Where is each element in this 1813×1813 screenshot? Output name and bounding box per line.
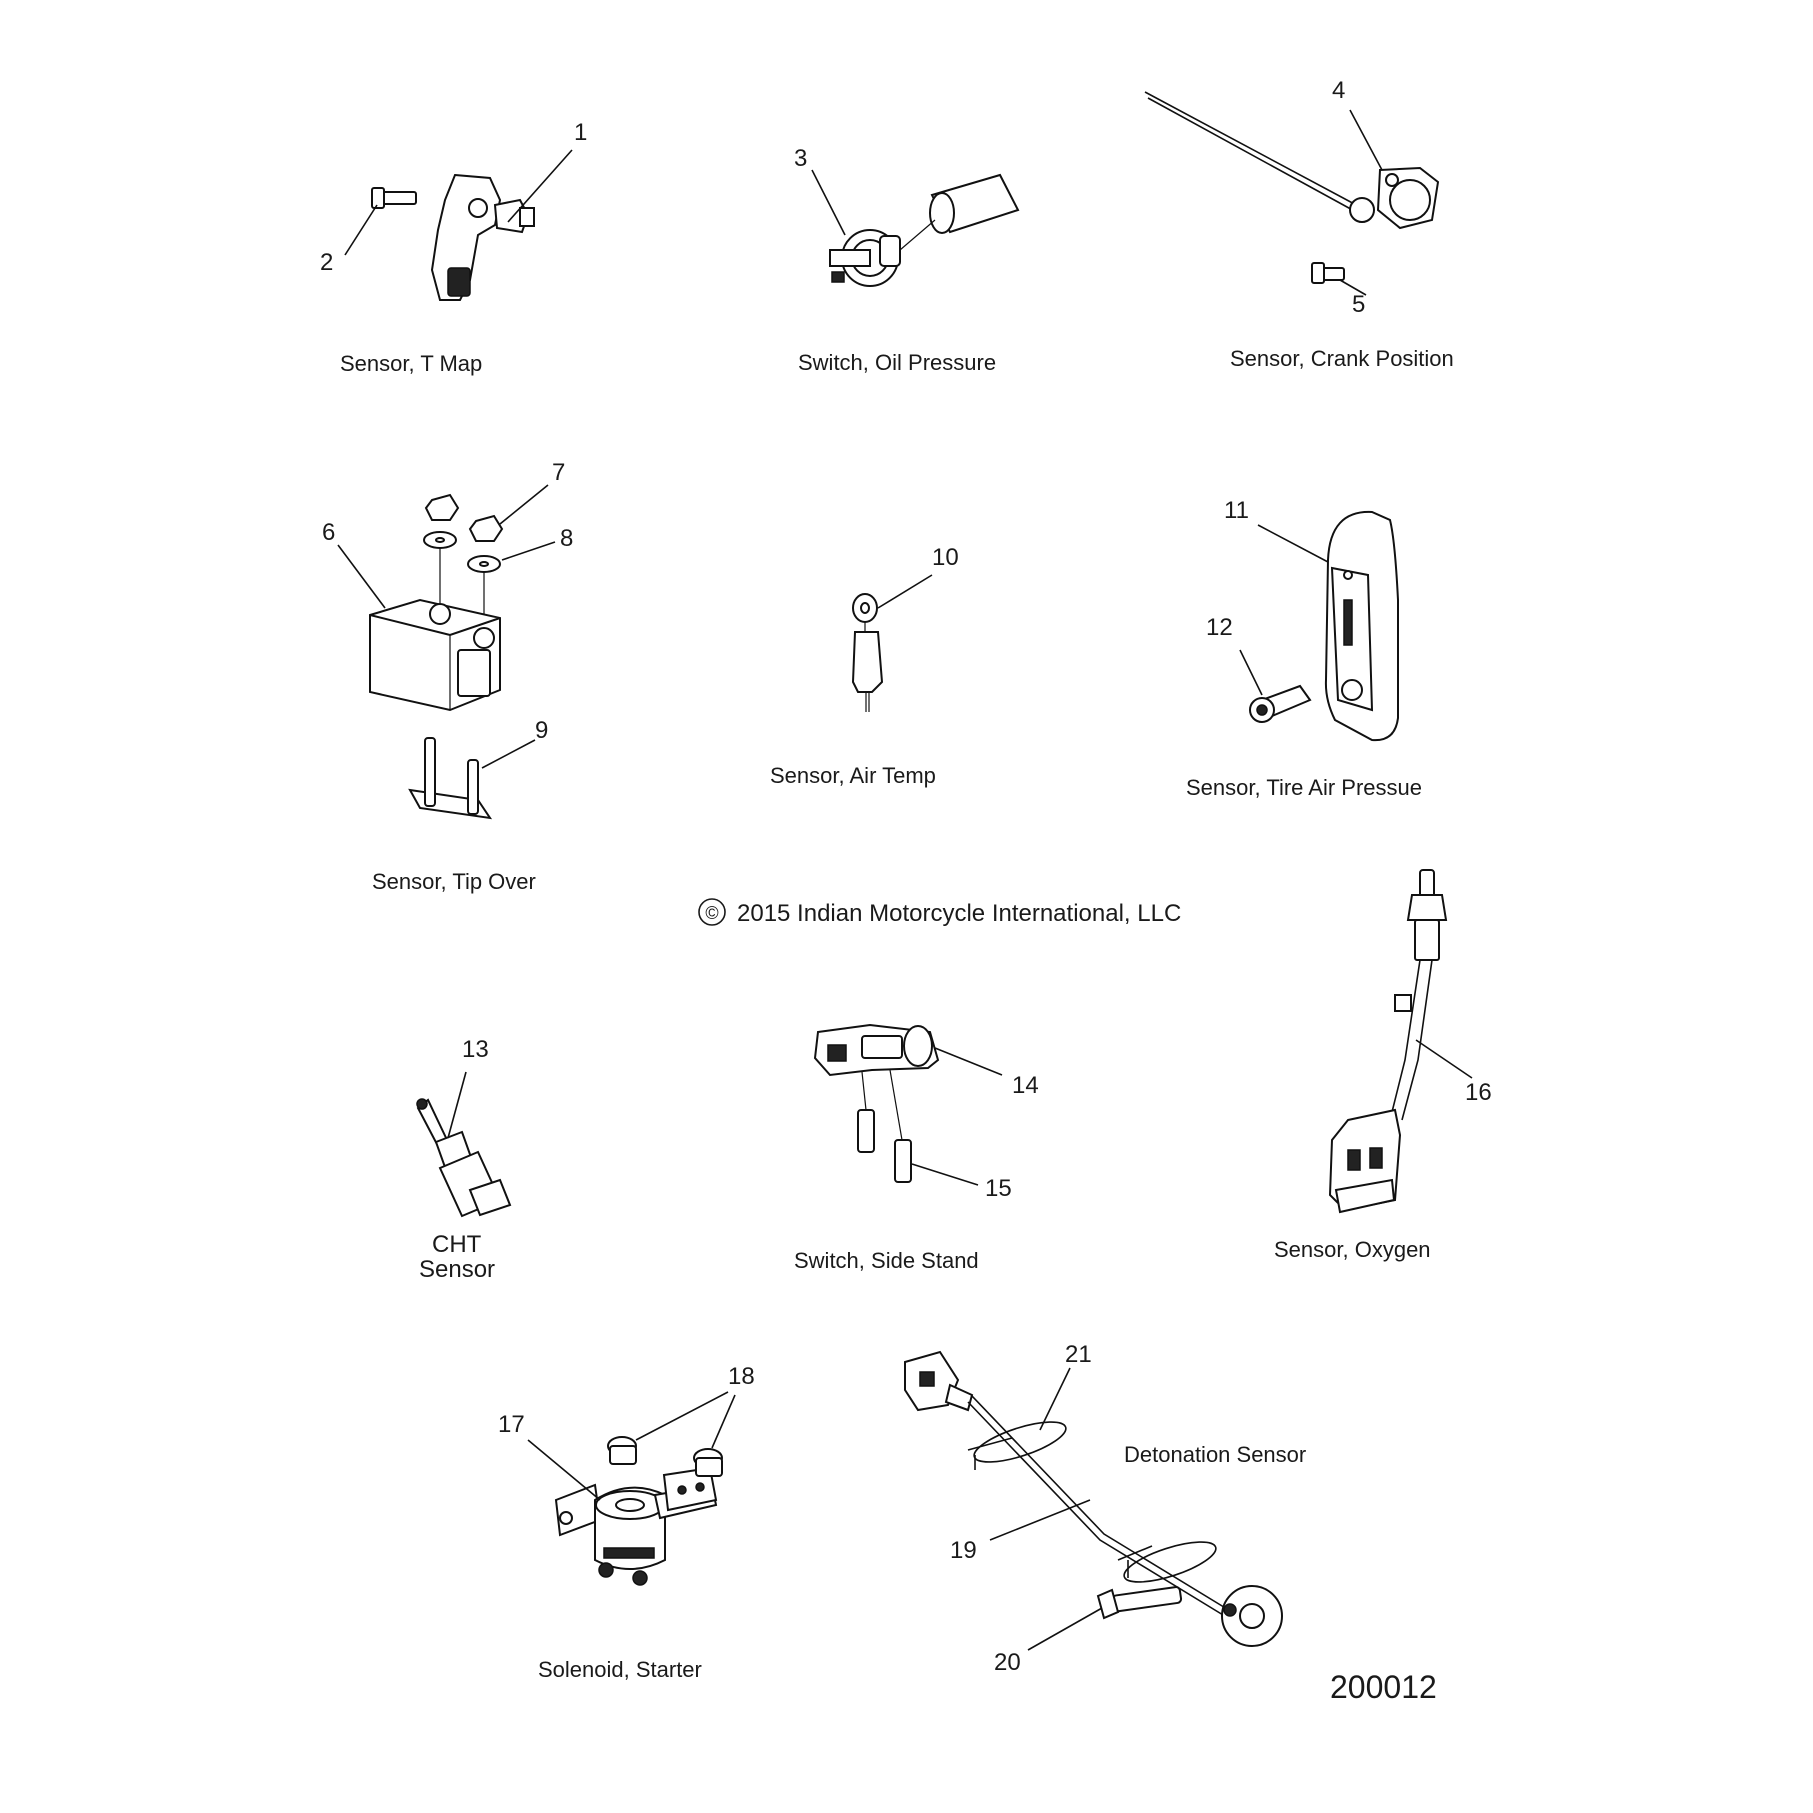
solenoid-starter-part (554, 1466, 718, 1586)
leader-12 (1239, 649, 1263, 696)
bolt-part-20 (1096, 1586, 1183, 1620)
callout-15: 15 (985, 1175, 1012, 1202)
caption-oxygen: Sensor, Oxygen (1274, 1237, 1431, 1262)
bolt-part-5 (1311, 262, 1345, 284)
knock-sensor-body-part (1221, 1585, 1283, 1647)
callout-2: 2 (320, 249, 333, 276)
leader-9 (481, 739, 536, 769)
callout-17: 17 (498, 1411, 525, 1438)
caption-tmap: Sensor, T Map (340, 351, 482, 376)
leader-13 (447, 1071, 467, 1139)
side-stand-group: 14 15 Switch, Side Stand (794, 1023, 1039, 1273)
nut-part-7 (424, 493, 504, 542)
tire-pressure-sensor-part (1324, 510, 1399, 742)
cht-sensor-part (416, 1098, 512, 1218)
bolt-part-15 (857, 1109, 912, 1183)
cable-tie-part-21 (967, 1421, 1217, 1583)
callout-7: 7 (552, 459, 565, 486)
callout-18: 18 (728, 1363, 755, 1390)
leader-11 (1257, 524, 1329, 563)
leader-21 (1039, 1367, 1071, 1431)
callout-16: 16 (1465, 1079, 1492, 1106)
callout-1: 1 (574, 119, 587, 146)
leader-16 (1415, 1039, 1473, 1079)
leader-7 (499, 484, 549, 525)
caption-tipover: Sensor, Tip Over (372, 869, 536, 894)
callout-14: 14 (1012, 1072, 1039, 1099)
leader-8 (501, 541, 556, 561)
leader-14 (934, 1047, 1003, 1076)
callout-12: 12 (1206, 614, 1233, 641)
oil-pressure-switch-part (829, 229, 901, 287)
tmap-sensor-part (430, 173, 535, 301)
detonation-connector-part (904, 1350, 974, 1412)
starter-solenoid-group: 17 18 Solenoid, Starter (498, 1363, 755, 1682)
wire-part-19 (967, 1395, 1233, 1619)
callout-8: 8 (560, 525, 573, 552)
leader-3 (811, 169, 846, 236)
crank-sensor-group: 4 5 Sensor, Crank Position (1144, 77, 1454, 371)
callout-3: 3 (794, 145, 807, 172)
callout-9: 9 (535, 717, 548, 744)
caption-cht-line2: Sensor (419, 1256, 495, 1283)
leader-17 (527, 1439, 601, 1501)
oil-pressure-sleeve-part (929, 173, 1020, 234)
air-temp-group: 10 Sensor, Air Temp (770, 544, 959, 788)
callout-10: 10 (932, 544, 959, 571)
leader-15 (911, 1163, 979, 1186)
callout-13: 13 (462, 1036, 489, 1063)
oil-pressure-group: 3 Switch, Oil Pressure (794, 145, 1020, 375)
leader-2 (344, 204, 378, 256)
caption-airtemp: Sensor, Air Temp (770, 763, 936, 788)
caption-detonation: Detonation Sensor (1124, 1442, 1306, 1467)
connector-line-oil (899, 219, 936, 251)
leader-18b (711, 1394, 736, 1449)
leader-20 (1027, 1607, 1103, 1651)
leader-5 (1339, 279, 1367, 296)
crank-sensor-probe (1144, 91, 1361, 208)
leader-10 (877, 574, 933, 609)
tip-over-sensor-part (369, 598, 501, 712)
caption-cht-line1: CHT (432, 1231, 482, 1258)
caption-crank: Sensor, Crank Position (1230, 346, 1454, 371)
callout-5: 5 (1352, 291, 1365, 318)
crank-sensor-body-part (1349, 166, 1440, 230)
leader-19 (989, 1499, 1091, 1541)
tmap-sensor-group: 1 2 Sensor, T Map (320, 119, 587, 376)
copyright-text: 2015 Indian Motorcycle International, LL… (737, 900, 1181, 927)
bracket-part-9 (408, 737, 493, 820)
leader-1 (507, 149, 573, 223)
washer-part-8 (423, 531, 501, 573)
cht-sensor-group: 13 CHT Sensor (416, 1036, 512, 1283)
leader-18a (635, 1391, 729, 1441)
caption-oil: Switch, Oil Pressure (798, 350, 996, 375)
caption-solenoid: Solenoid, Starter (538, 1657, 702, 1682)
figure-id: 200012 (1330, 1669, 1437, 1705)
leader-6 (337, 544, 386, 609)
callout-6: 6 (322, 519, 335, 546)
oxygen-sensor-group: 16 Sensor, Oxygen (1274, 869, 1492, 1262)
callout-20: 20 (994, 1649, 1021, 1676)
detonation-sensor-group: 19 20 21 Detonation Sensor (904, 1341, 1306, 1676)
copyright-symbol: © (705, 903, 718, 923)
caption-sidestand: Switch, Side Stand (794, 1248, 979, 1273)
leader-4 (1349, 109, 1383, 171)
nut-part-18 (607, 1436, 723, 1477)
bolt-part-12 (1249, 684, 1312, 723)
tip-over-group: 6 7 8 9 Sensor, Tip Over (322, 459, 573, 894)
copyright-line: © 2015 Indian Motorcycle International, … (698, 898, 1181, 927)
side-stand-switch-part (813, 1023, 940, 1077)
copyright-symbol-ring (698, 898, 726, 926)
bolt-part-2 (371, 187, 417, 209)
caption-tire: Sensor, Tire Air Pressue (1186, 775, 1422, 800)
callout-19: 19 (950, 1537, 977, 1564)
air-temp-sensor-part (851, 593, 884, 712)
callout-21: 21 (1065, 1341, 1092, 1368)
oxygen-sensor-part (1328, 869, 1448, 1214)
callout-4: 4 (1332, 77, 1345, 104)
callout-11: 11 (1224, 497, 1249, 524)
tire-pressure-group: 11 12 Sensor, Tire Air Pressue (1186, 497, 1422, 800)
